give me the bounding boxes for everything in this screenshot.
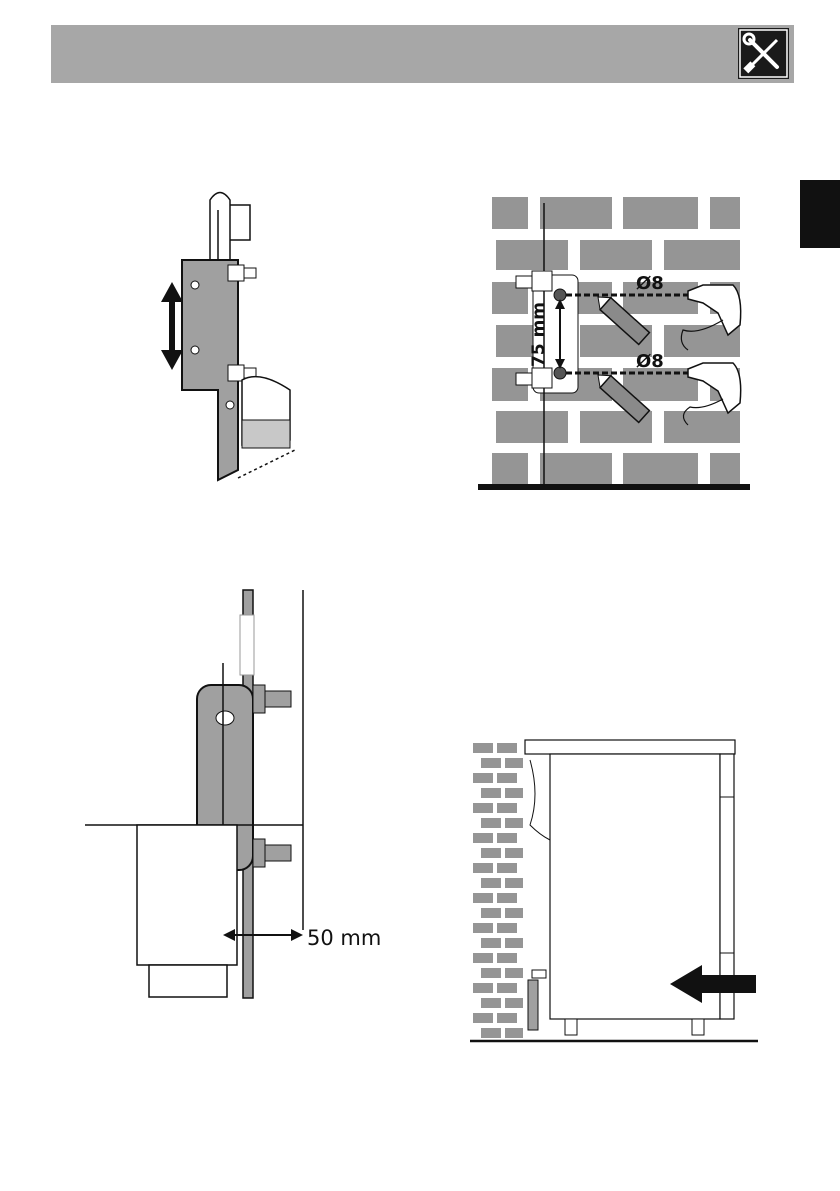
tools-icon — [738, 28, 789, 79]
spacing-label: 75 mm — [529, 302, 549, 367]
wall-drilling-figure: Ø8 Ø8 75 mm — [478, 185, 753, 297]
language-tab — [800, 180, 840, 248]
diameter-label-top: Ø8 — [636, 273, 664, 294]
header-bar — [51, 25, 794, 83]
clearance-detail-figure: 50 mm — [85, 585, 385, 1000]
diameter-label-bottom: Ø8 — [636, 351, 664, 372]
bracket-adjust-figure — [150, 180, 320, 490]
clearance-label: 50 mm — [307, 926, 381, 950]
cooker-push-figure — [470, 735, 760, 1050]
